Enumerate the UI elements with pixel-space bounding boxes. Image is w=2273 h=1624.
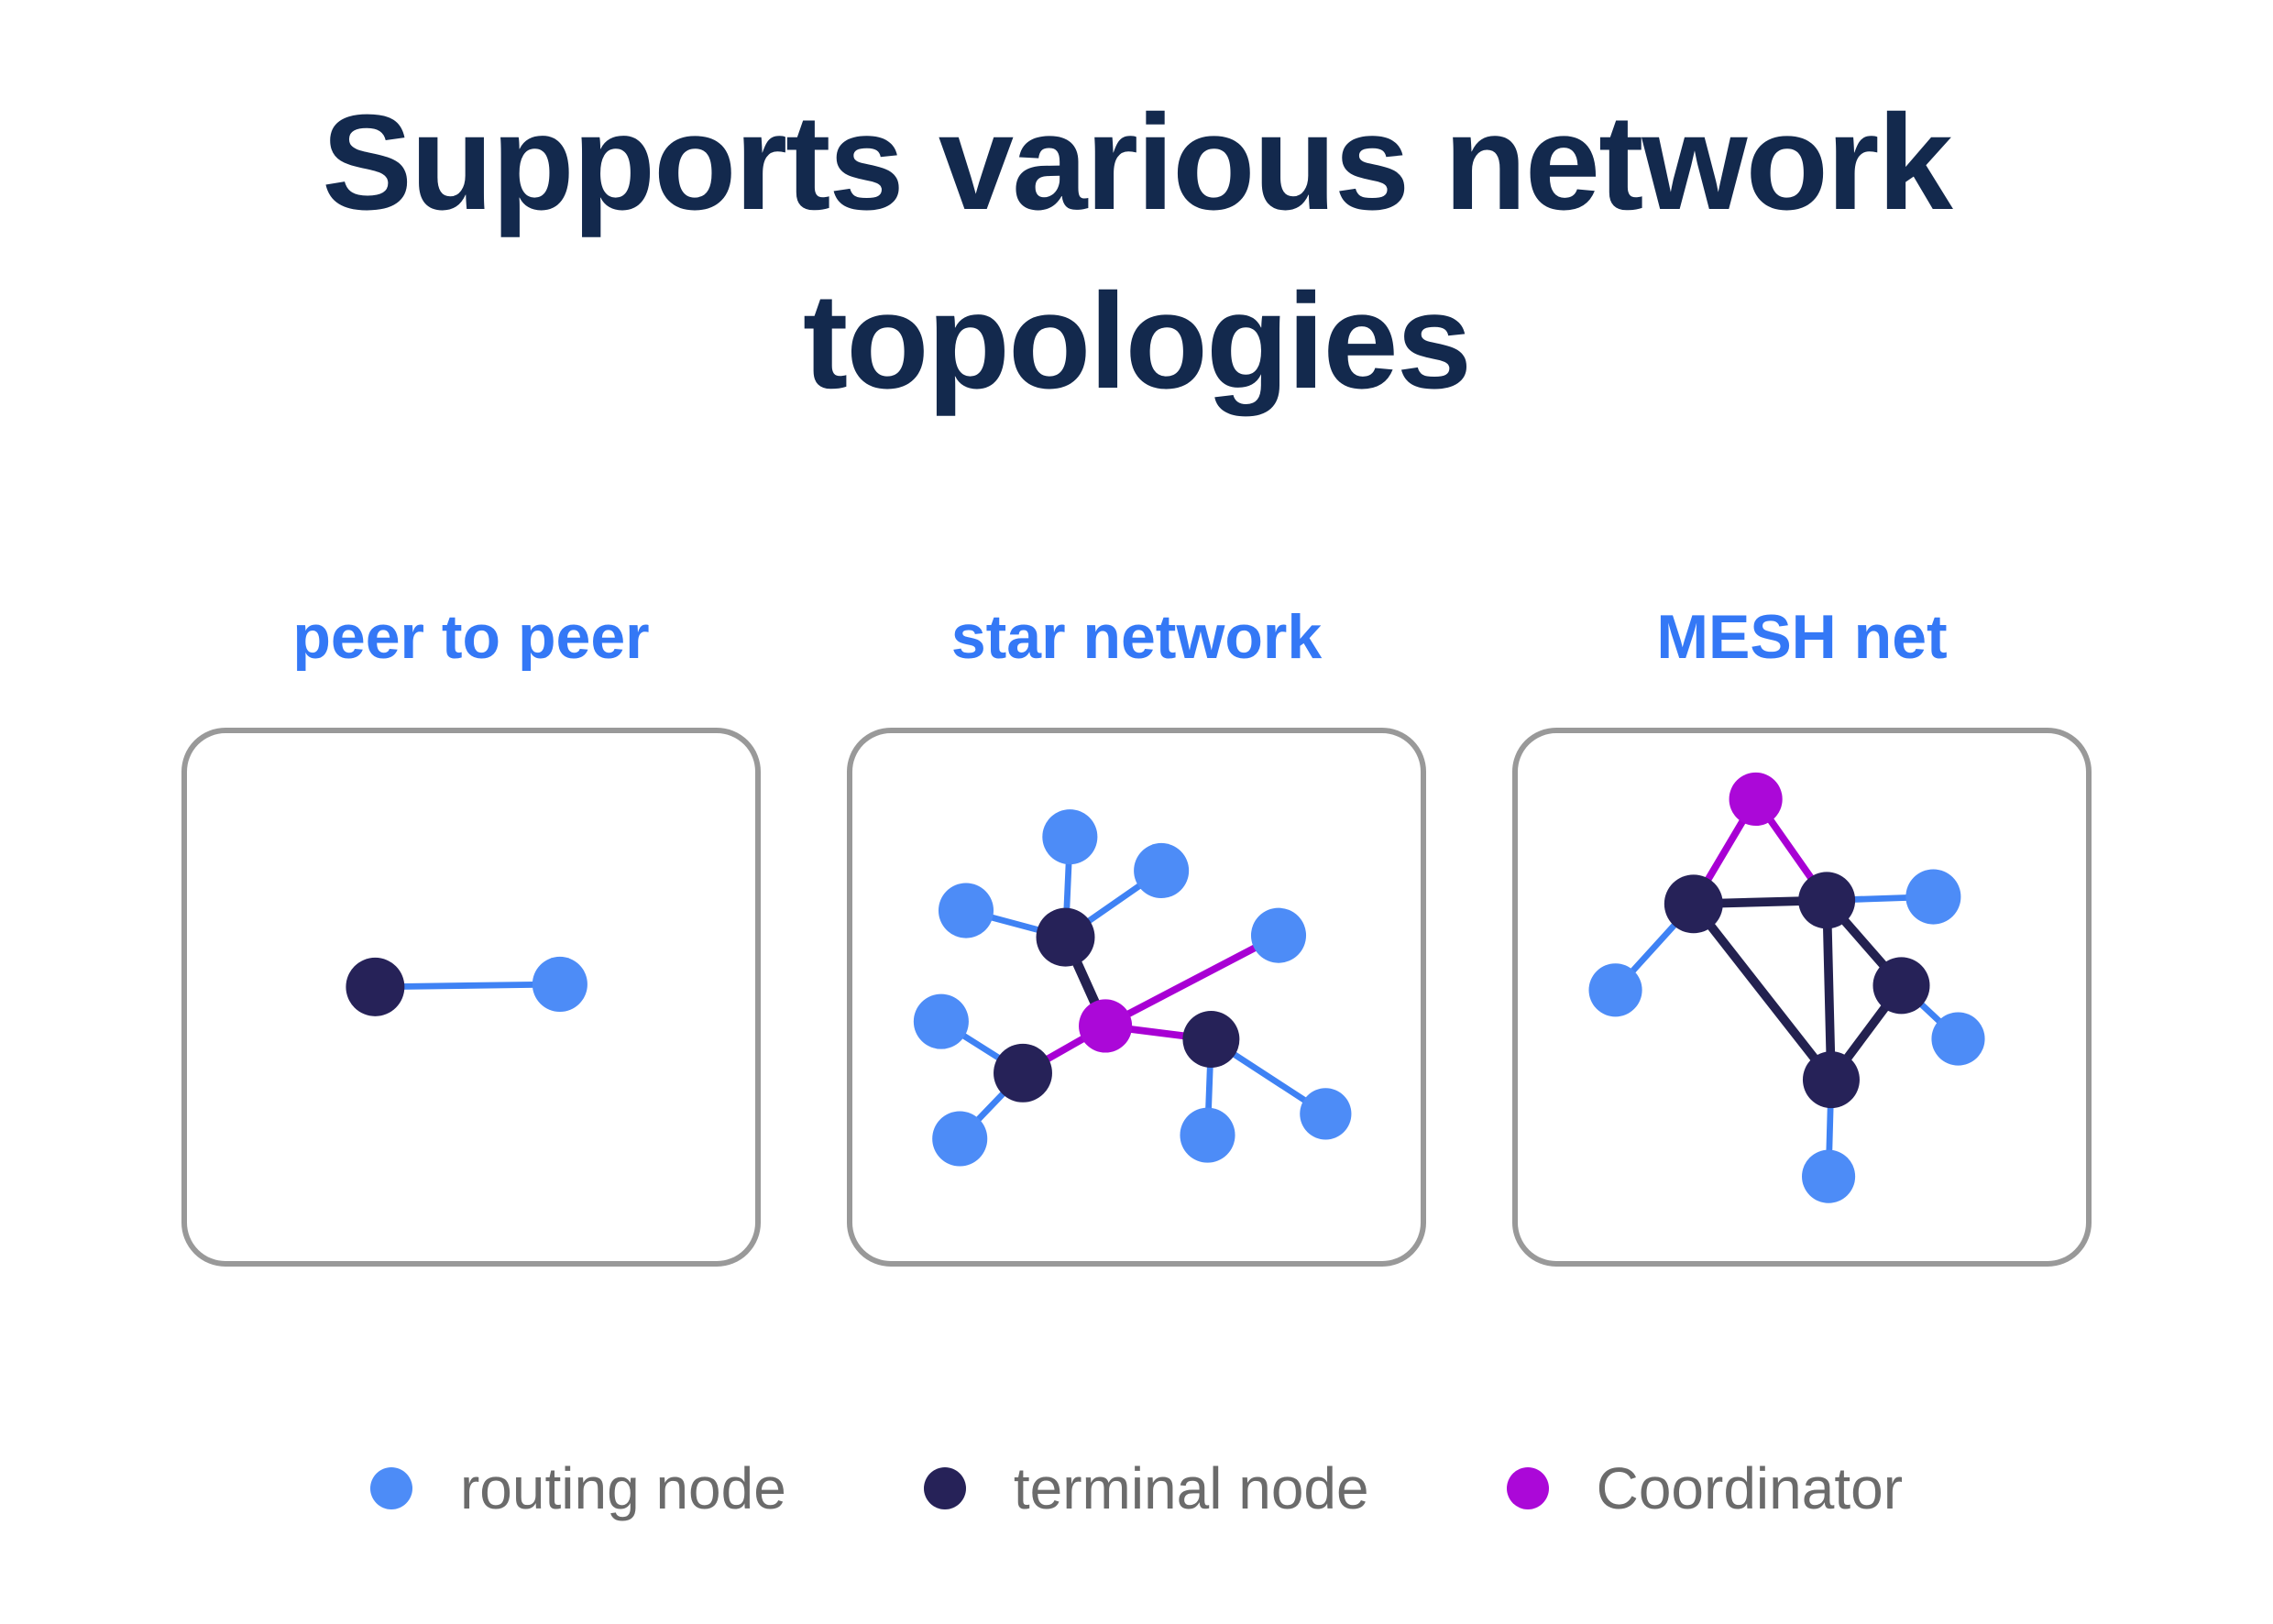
terminal-node [1664,874,1723,934]
routing-node [1802,1149,1856,1203]
page-title-line-2: topologies [802,266,1472,418]
mesh-net-diagram [1588,772,1985,1203]
terminal-node [994,1043,1052,1103]
routing-node [1250,907,1307,963]
coordinator-node [1079,999,1133,1053]
routing-node [1905,869,1961,925]
routing-node [1134,842,1190,898]
legend: routing node terminal node Coordinator [0,1454,2273,1522]
legend-label-terminal-node: terminal node [1013,1454,1369,1521]
terminal-node [1036,907,1095,967]
panel-star-network: star network [847,601,1426,1267]
panel-label-peer-to-peer: peer to peer [292,601,650,672]
panel-label-mesh-net: MESH net [1656,601,1948,672]
peer-to-peer-diagram [346,956,587,1016]
legend-item-terminal-node: terminal node [923,1454,1369,1522]
edge-dL-dB [1688,899,1836,1084]
routing-node [938,883,994,938]
terminal-node-dot-icon [923,1466,966,1509]
routing-node [532,956,587,1012]
page-title: Supports various network topologies [0,0,2273,432]
routing-node [1931,1012,1985,1066]
routing-node [1588,963,1642,1017]
terminal-node [1182,1010,1240,1068]
terminal-node [1802,1051,1860,1108]
star-network-diagram [913,809,1352,1167]
legend-label-routing-node: routing node [459,1454,786,1521]
routing-node [1300,1088,1352,1140]
edge-t1-r1 [371,981,564,991]
routing-node [932,1111,988,1167]
panel-label-star-network: star network [950,601,1323,672]
routing-node [1042,809,1098,865]
edge-dC-dB [1822,895,1836,1084]
terminal-node [1798,872,1856,929]
legend-item-coordinator: Coordinator [1506,1454,1904,1522]
page-title-line-1: Supports various network [322,87,1953,238]
legend-item-routing-node: routing node [369,1454,786,1522]
terminal-node [1872,957,1930,1015]
topology-panels-row: peer to peer star network MESH net [0,601,2273,1267]
legend-label-coordinator: Coordinator [1596,1454,1904,1521]
panel-mesh-net: MESH net [1512,601,2092,1267]
coordinator-node [1729,772,1783,826]
panel-box-peer-to-peer [181,727,761,1267]
routing-node [913,993,969,1049]
routing-node [1180,1107,1235,1163]
panel-box-mesh-net [1512,727,2092,1267]
edge-c-b4 [1102,931,1282,1030]
coordinator-dot-icon [1506,1466,1549,1509]
panel-box-star-network [847,727,1426,1267]
routing-node-dot-icon [369,1466,412,1509]
terminal-node [346,957,405,1016]
panel-peer-to-peer: peer to peer [181,601,761,1267]
